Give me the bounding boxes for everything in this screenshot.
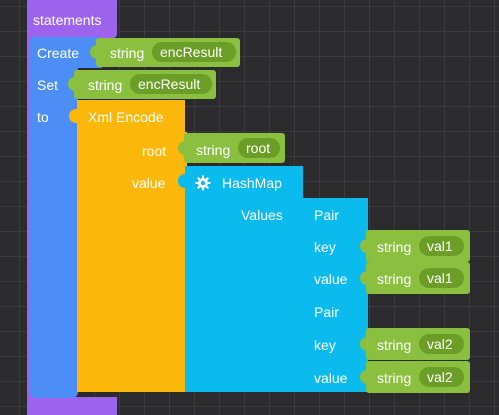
set-var-name[interactable]: encResult bbox=[130, 74, 212, 94]
xml-value-label: value bbox=[132, 175, 166, 191]
xml-root-label: root bbox=[142, 143, 167, 159]
pair1-key-string-type: string bbox=[377, 239, 412, 255]
xml-encode-connector bbox=[69, 109, 77, 123]
set-var-type: string bbox=[88, 77, 123, 93]
pair2-key-string-connector bbox=[360, 337, 368, 351]
gear-icon[interactable] bbox=[195, 175, 211, 191]
root-string-type: string bbox=[196, 142, 231, 158]
pair-label-2: Pair bbox=[314, 304, 339, 320]
hashmap-header-right bbox=[295, 166, 303, 198]
pair-label-1: Pair bbox=[314, 207, 339, 223]
hashmap-label: HashMap bbox=[222, 175, 282, 191]
set-block[interactable] bbox=[30, 68, 78, 398]
statements-block-footer bbox=[27, 397, 117, 415]
statements-label: statements bbox=[33, 12, 102, 28]
set-var-connector bbox=[68, 77, 76, 91]
pair-block-2[interactable] bbox=[302, 296, 368, 392]
pair-connector-1 bbox=[294, 206, 302, 220]
hashmap-connector bbox=[178, 174, 186, 188]
create-var-type: string bbox=[110, 45, 145, 61]
statements-block[interactable] bbox=[27, 0, 117, 38]
root-string-connector bbox=[178, 141, 186, 155]
pair2-key-string-value[interactable]: val2 bbox=[419, 334, 464, 354]
create-var-connector bbox=[90, 45, 98, 59]
pair1-value-string-value[interactable]: val1 bbox=[419, 268, 464, 288]
pair1-key-string-value[interactable]: val1 bbox=[419, 236, 464, 256]
xml-encode-label: Xml Encode bbox=[88, 109, 164, 125]
xml-encode-block[interactable] bbox=[77, 100, 185, 132]
xml-encode-body bbox=[77, 132, 187, 392]
pair-connector-2 bbox=[294, 304, 302, 318]
hashmap-values-label: Values bbox=[241, 207, 283, 223]
pair1-key-string-connector bbox=[360, 239, 368, 253]
pair-value-label-1: value bbox=[314, 271, 348, 287]
root-string-value[interactable]: root bbox=[238, 138, 280, 158]
hashmap-block[interactable] bbox=[185, 166, 303, 392]
pair-block-1[interactable] bbox=[302, 198, 368, 296]
pair-key-label-1: key bbox=[314, 239, 336, 255]
pair2-key-string-type: string bbox=[377, 337, 412, 353]
set-keyword: Set bbox=[37, 77, 59, 93]
pair-key-label-2: key bbox=[314, 337, 336, 353]
pair-value-label-2: value bbox=[314, 370, 348, 386]
create-var-name[interactable]: encResult bbox=[152, 42, 236, 62]
create-keyword: Create bbox=[37, 45, 80, 61]
pair2-value-string-type: string bbox=[377, 370, 412, 386]
pair2-value-string-value[interactable]: val2 bbox=[419, 367, 464, 387]
pair2-value-string-connector bbox=[360, 370, 368, 384]
pair1-value-string-type: string bbox=[377, 271, 412, 287]
pair1-value-string-connector bbox=[360, 271, 368, 285]
set-to-label: to bbox=[37, 109, 49, 125]
